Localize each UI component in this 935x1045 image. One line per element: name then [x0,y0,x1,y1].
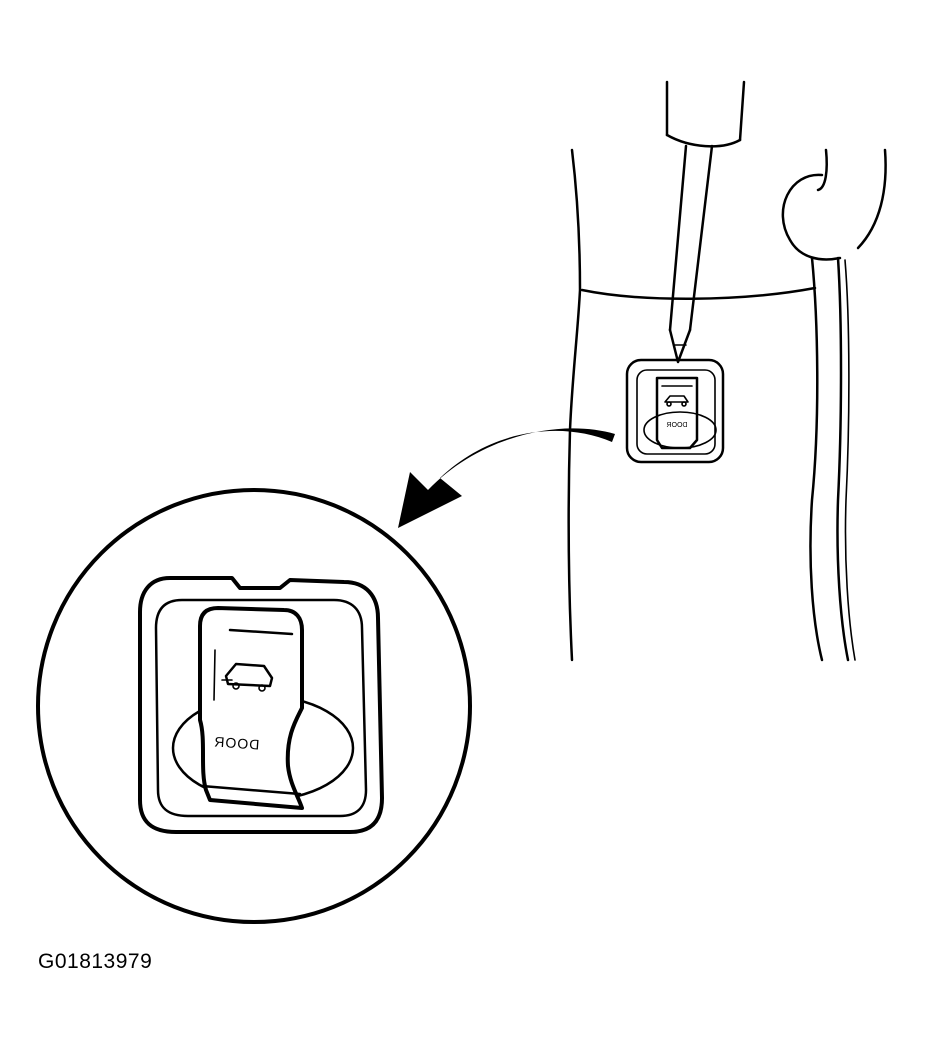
switch-legend-large: DOOR [213,733,260,752]
seat-belt-hook [781,148,856,662]
door-pillar-trim [567,148,887,662]
curved-arrow-icon [398,428,615,528]
screwdriver-icon [665,80,746,364]
switch-legend-small: DOOR [667,422,688,429]
door-switch-small: DOOR [625,358,725,464]
detail-magnifier: DOOR [36,488,472,924]
car-door-icon [221,662,274,692]
figure-id-label: G01813979 [38,950,153,973]
